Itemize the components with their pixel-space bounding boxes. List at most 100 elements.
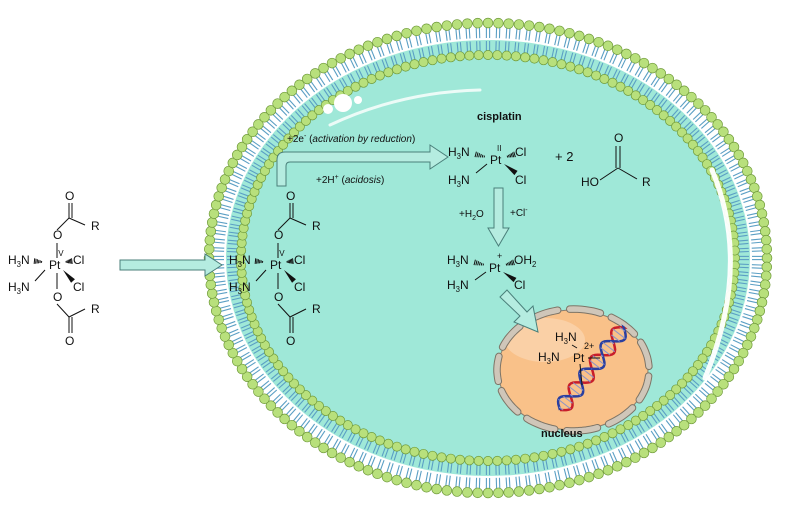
lipid-tail (288, 99, 295, 107)
lipid-tail (529, 30, 530, 41)
lipid-tail (225, 321, 235, 325)
vesicle-small (323, 104, 333, 114)
lipid-tail (426, 472, 428, 483)
lipid-tail (293, 413, 300, 421)
hashed-bond (290, 259, 291, 263)
lipid-head (392, 475, 402, 485)
lipid-head (566, 62, 575, 71)
hashed-bond (482, 155, 483, 158)
lipid-head (762, 244, 772, 254)
lipid-head (327, 448, 337, 458)
platinum-atom: Pt (270, 258, 282, 272)
lipid-tail (508, 42, 509, 52)
lipid-tail (555, 471, 557, 482)
chloride-ligand: Cl (73, 253, 84, 267)
lipid-tail (747, 213, 758, 215)
lipid-tail (220, 309, 231, 312)
lipid-tail (387, 462, 390, 472)
lipid-head (759, 289, 769, 299)
lipid-tail (216, 222, 227, 224)
lipid-tail (747, 301, 758, 303)
lipid-tail (429, 473, 431, 484)
lipid-head (760, 226, 770, 236)
oxygen-atom: O (53, 228, 62, 242)
lipid-head (319, 63, 329, 73)
lipid-tail (260, 128, 269, 135)
lipid-tail (740, 324, 750, 328)
lipid-tail (586, 462, 589, 472)
ammine-ligand: H3N (8, 253, 30, 269)
lipid-head (473, 18, 483, 28)
lipid-head (442, 21, 452, 31)
lipid-head (442, 486, 452, 496)
lipid-tail (695, 394, 703, 402)
bond (57, 218, 69, 230)
lipid-head (584, 472, 594, 482)
lipid-tail (516, 28, 517, 39)
lipid-tail (749, 222, 760, 224)
lipid-head (375, 71, 384, 80)
carbonyl-oxygen: O (286, 334, 295, 348)
lipid-tail (218, 213, 229, 215)
lipid-tail (222, 199, 232, 202)
lipid-tail (456, 476, 457, 487)
lipid-head (548, 449, 557, 458)
lipid-head (410, 60, 419, 69)
lipid-head (446, 454, 455, 463)
lipid-head (422, 24, 432, 34)
svg-text:+2H+ (acidosis): +2H+ (acidosis) (316, 174, 384, 186)
lipid-tail (406, 468, 409, 479)
lipid-tail (399, 39, 402, 50)
carbonyl-oxygen: O (286, 189, 295, 203)
platinum-atom: Pt (490, 153, 502, 167)
lipid-head (603, 41, 613, 51)
lipid-head (493, 51, 502, 60)
lipid-tail (746, 305, 757, 308)
lipid-tail (707, 381, 716, 388)
lipid-tail (742, 196, 752, 199)
chloride-ligand: Cl (294, 253, 305, 267)
lipid-head (648, 443, 658, 453)
lipid-tail (436, 31, 438, 42)
lipid-head (612, 45, 622, 55)
lipid-tail (693, 112, 701, 120)
lipid-head (455, 455, 464, 464)
lipid-tail (218, 297, 229, 299)
lipid-head (412, 480, 422, 490)
lipid-tail (269, 390, 277, 397)
lipid-tail (273, 114, 281, 122)
vesicle-small (354, 96, 362, 104)
lipid-head (504, 487, 514, 497)
lipid-tail (218, 216, 229, 218)
lipid-head (474, 51, 483, 60)
lipid-tail (266, 388, 274, 395)
lipid-head (354, 461, 364, 471)
lipid-tail (545, 473, 547, 484)
lipid-head (382, 34, 392, 44)
lipid-tail (466, 477, 467, 488)
lipid-tail (262, 126, 271, 133)
carbonyl-oxygen: O (65, 189, 74, 203)
lipid-tail (673, 415, 680, 423)
lipid-tail (529, 475, 530, 486)
reduction-label: +2e- (activation by reduction) (287, 133, 415, 145)
lipid-tail (269, 119, 277, 126)
lipid-head (211, 200, 221, 210)
lipid-tail (396, 40, 399, 51)
lipid-tail (439, 474, 441, 485)
lipid-tail (377, 47, 381, 57)
chloride-ligand: Cl (515, 173, 526, 187)
r-group: R (91, 302, 100, 316)
lipid-tail (214, 276, 225, 277)
lipid-tail (592, 45, 596, 55)
lipid-tail (526, 29, 527, 40)
lipid-tail (701, 121, 709, 128)
vesicle-large (334, 94, 352, 112)
lipid-head (524, 21, 534, 31)
lipid-tail (215, 233, 226, 234)
lipid-head (565, 478, 575, 488)
r-group: R (642, 175, 651, 189)
